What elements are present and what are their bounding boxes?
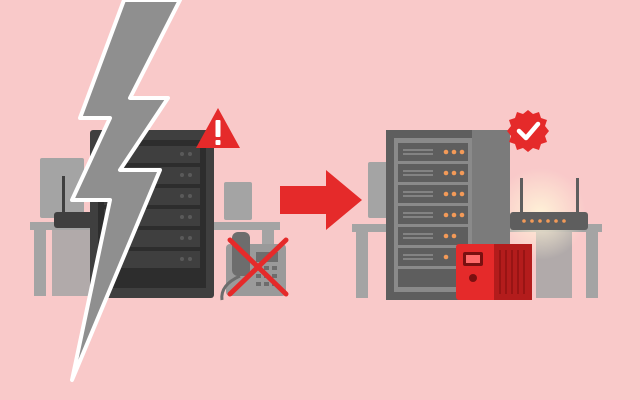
lightning-bolt-icon [70,0,182,382]
warning-triangle-icon [196,108,240,148]
router-icon [510,178,588,230]
ups-battery-icon [456,244,532,300]
checkmark-badge-icon [507,110,549,152]
left-monitor-2 [224,182,252,220]
crossed-out-phone-icon [220,232,289,301]
right-scene-protected [352,110,602,300]
right-arrow-icon [280,170,362,230]
